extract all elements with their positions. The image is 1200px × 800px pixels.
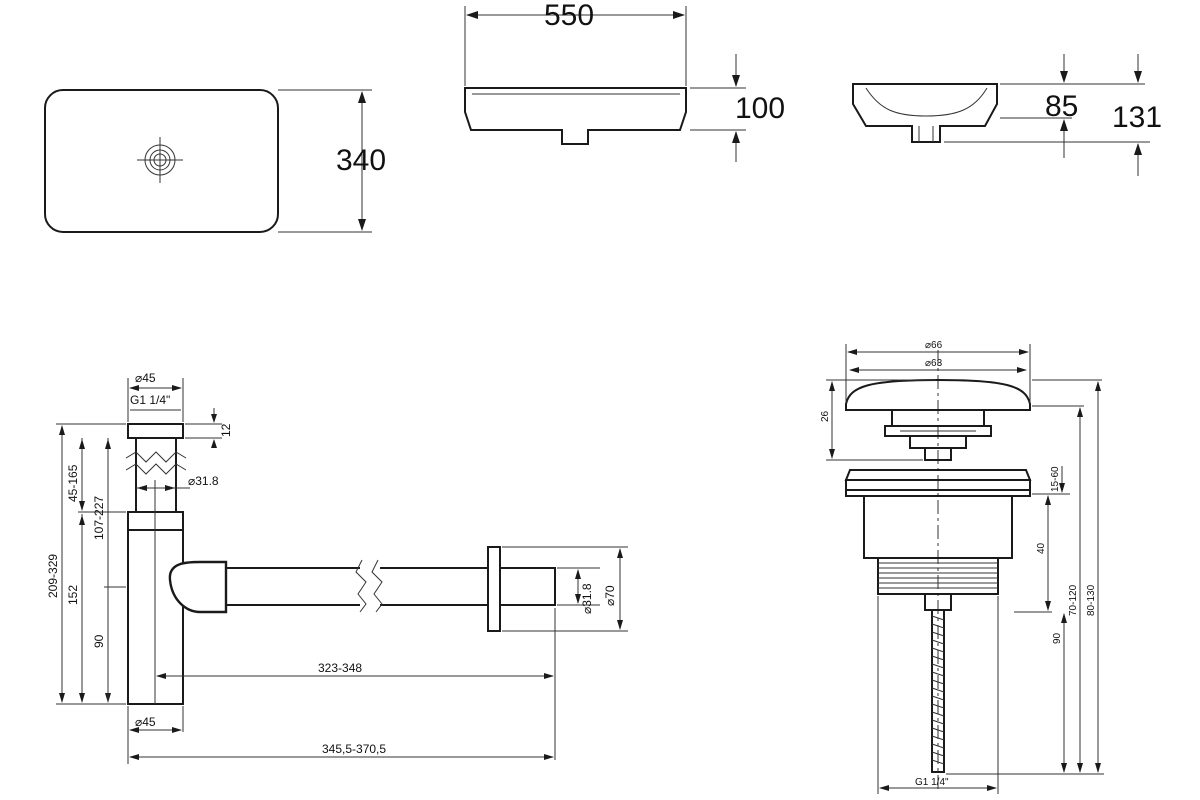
siphon-outlet-pipe <box>499 567 556 606</box>
dim-basin-rim-height: 100 <box>690 54 785 162</box>
basin-width-label: 550 <box>544 0 594 32</box>
valve-range-a-label: 70-120 <box>1068 584 1079 616</box>
dim-basin-depth: 340 <box>278 89 386 233</box>
dim-basin-total-height: 131 <box>944 54 1162 176</box>
valve-cap <box>845 378 1031 411</box>
basin-outline <box>44 89 279 233</box>
basin-top-view: 340 <box>44 89 386 233</box>
siphon-thread-label: G1 1/4" <box>130 393 170 407</box>
siphon-height-body-label: 152 <box>66 585 80 605</box>
siphon-overall-length-label: 345,5-370,5 <box>322 742 386 756</box>
basin-rim-height-label: 100 <box>735 92 785 125</box>
basin-total-height-label: 131 <box>1112 101 1162 134</box>
valve-adjust-range-label: 15-60 <box>1050 466 1061 492</box>
siphon-top-cap <box>127 423 184 439</box>
basin-bowl-depth-label: 85 <box>1045 90 1078 123</box>
drain-valve-drawing: ⌀66 ⌀63 26 15-60 40 90 70-120 <box>820 340 1104 794</box>
siphon-height-total-label: 209-329 <box>46 554 60 598</box>
siphon-cap-height-label: 12 <box>219 423 233 437</box>
siphon-tube-diameter-label: ⌀31.8 <box>188 474 219 488</box>
siphon-height-mid-label: 107-227 <box>92 496 106 540</box>
siphon-outlet-length-label: 323-348 <box>318 661 362 675</box>
drain-hole-icon <box>137 137 183 183</box>
valve-stem <box>931 609 945 773</box>
siphon-wall-flange <box>487 546 501 632</box>
siphon-elbow <box>168 560 228 614</box>
valve-cap-outer-diameter-label: ⌀66 <box>925 340 943 351</box>
siphon-bottom-diameter-label: ⌀45 <box>135 715 156 729</box>
basin-front-outline <box>464 87 687 145</box>
dim-basin-width: 550 <box>464 0 687 86</box>
siphon-outlet-pipe-diameter-label: ⌀31.8 <box>580 583 594 614</box>
siphon-drawing: ⌀45 G1 1/4" 12 ⌀31.8 209-329 45-165 107-… <box>46 371 628 764</box>
basin-side-outline <box>852 83 998 143</box>
valve-thread-label: G1 1/4" <box>915 777 949 788</box>
basin-front-view: 550 100 <box>464 0 785 162</box>
siphon-top-diameter-label: ⌀45 <box>135 371 156 385</box>
basin-depth-label: 340 <box>336 144 386 177</box>
valve-range-b-label: 80-130 <box>1086 584 1097 616</box>
valve-cap-inner-diameter-label: ⌀63 <box>925 358 943 369</box>
dim-basin-bowl-depth: 85 <box>1000 54 1145 158</box>
siphon-height-outlet-label: 90 <box>92 634 106 648</box>
siphon-height-upper-label: 45-165 <box>66 464 80 502</box>
basin-side-section: 85 131 <box>852 54 1162 176</box>
valve-body-height-label: 40 <box>1036 542 1047 554</box>
siphon-flange-diameter-label: ⌀70 <box>603 585 617 606</box>
valve-cap-height-label: 26 <box>820 410 831 422</box>
valve-stem-length-label: 90 <box>1052 632 1063 644</box>
